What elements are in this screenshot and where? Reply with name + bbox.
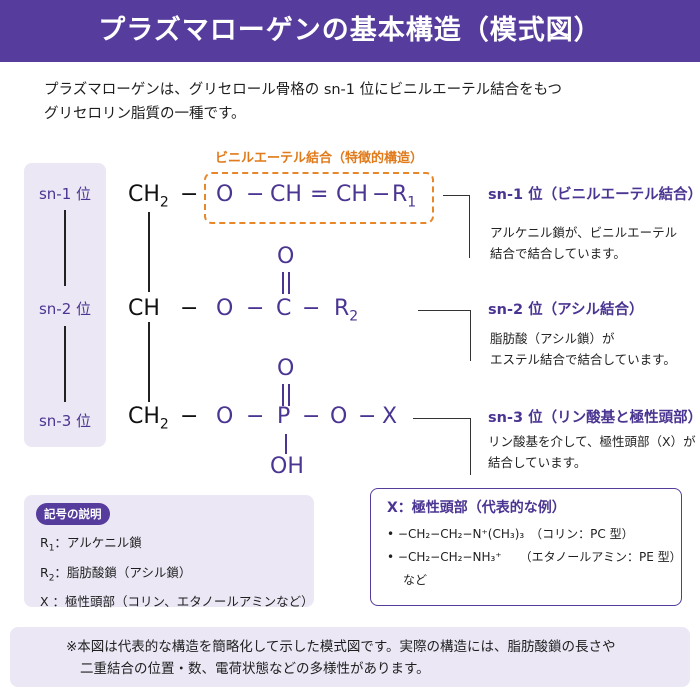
sn3-description: リン酸基を介して、極性頭部（X）が 結合しています。	[488, 434, 696, 470]
title-bar	[0, 0, 700, 62]
phosphorus: P	[277, 404, 291, 429]
bond-dash: −	[246, 182, 265, 207]
bond-dash: −	[246, 404, 265, 429]
sn-connector-1	[64, 210, 66, 286]
bond-dash: −	[302, 404, 321, 429]
phosphoryl-double-bond-b	[288, 384, 290, 406]
sn3-heading: sn-3 位（リン酸基と極性頭部）	[488, 410, 700, 426]
polar-head-examples: X：極性頭部（代表的な例） • −CH₂−CH₂−N⁺(CH₃)₃ （コリン：P…	[370, 488, 682, 606]
r2-group: R2	[334, 296, 359, 325]
polar-ethanolamine: • −CH₂−CH₂−NH₃⁺ （エタノールアミン：PE 型）	[387, 550, 682, 564]
polar-head-x: X	[382, 404, 398, 429]
sn1-ch2: CH2	[128, 182, 169, 211]
polar-head-title: X：極性頭部（代表的な例）	[387, 500, 566, 516]
vinyl-double-bond: =	[310, 182, 329, 207]
carbonyl-carbon: C	[276, 296, 292, 321]
polar-head-items: • −CH₂−CH₂−N⁺(CH₃)₃ （コリン：PC 型） • −CH₂−CH…	[387, 523, 682, 592]
backbone-bond-1	[148, 212, 150, 292]
intro-text: プラズマローゲンは、グリセロール骨格の sn-1 位にビニルエーテル結合をもつ …	[44, 78, 664, 126]
sn1-label: sn-1 位	[38, 185, 92, 203]
symbol-legend: 記号の説明 R1：アルケニル鎖 R2：脂肪酸鎖（アシル鎖） X ：極性頭部（コリ…	[24, 495, 314, 609]
bracket-sn2	[418, 310, 471, 361]
ester-oxygen: O	[216, 296, 234, 321]
backbone-bond-2	[148, 322, 150, 402]
hydroxyl-group: OH	[270, 454, 304, 479]
bond-dash: −	[372, 182, 391, 207]
intro-line-1: プラズマローゲンは、グリセロール骨格の sn-1 位にビニルエーテル結合をもつ	[44, 82, 563, 98]
polar-etc: など	[403, 573, 428, 587]
footnote: ※本図は代表的な構造を簡略化して示した模式図です。実際の構造には、脂肪酸鎖の長さ…	[66, 639, 616, 677]
p-oh-bond	[285, 434, 287, 454]
intro-line-2: グリセロリン脂質の一種です。	[44, 106, 246, 122]
footnote-panel	[10, 627, 690, 687]
sn2-label: sn-2 位	[38, 300, 92, 318]
phosphate-oxygen-2: O	[330, 404, 348, 429]
bond-dash: −	[180, 296, 199, 321]
sn1-heading: sn-1 位（ビニルエーテル結合）	[488, 187, 700, 203]
bond-dash: −	[302, 296, 321, 321]
vinyl-ch-1: CH	[270, 182, 302, 207]
carbonyl-double-bond-b	[288, 272, 290, 294]
legend-x: X ：極性頭部（コリン、エタノールアミンなど）	[40, 594, 314, 609]
carbonyl-double-bond-a	[282, 272, 284, 294]
legend-r2: R2：脂肪酸鎖（アシル鎖）	[40, 564, 192, 584]
phosphoryl-oxygen: O	[277, 356, 295, 381]
sn2-ch: CH	[128, 296, 160, 321]
sn2-heading: sn-2 位（アシル結合）	[488, 302, 644, 318]
legend-items: R1：アルケニル鎖 R2：脂肪酸鎖（アシル鎖） X ：極性頭部（コリン、エタノー…	[40, 531, 314, 613]
r1-group: R1	[392, 182, 417, 211]
bond-dash: −	[180, 404, 199, 429]
phosphoryl-double-bond-a	[282, 384, 284, 406]
carbonyl-oxygen: O	[277, 244, 295, 269]
page-title: プラズマローゲンの基本構造（模式図）	[98, 15, 602, 46]
bond-dash: −	[180, 182, 199, 207]
vinyl-ether-highlight	[204, 172, 434, 224]
legend-r1: R1：アルケニル鎖	[40, 535, 142, 554]
polar-choline: • −CH₂−CH₂−N⁺(CH₃)₃ （コリン：PC 型）	[387, 527, 634, 541]
phosphate-oxygen-1: O	[216, 404, 234, 429]
sn1-description: アルケニル鎖が、ビニルエーテル 結合で結合しています。	[490, 225, 678, 261]
sn1-oxygen: O	[216, 182, 234, 207]
bond-dash: −	[358, 404, 377, 429]
bond-dash: −	[246, 296, 265, 321]
sn-connector-2	[64, 326, 66, 402]
bracket-sn1	[443, 195, 470, 258]
bracket-sn3	[413, 418, 471, 475]
legend-badge: 記号の説明	[36, 503, 110, 525]
vinyl-ch-2: CH	[336, 182, 368, 207]
sn2-description: 脂肪酸（アシル鎖）が エステル結合で結合しています。	[490, 331, 676, 367]
sn3-ch2: CH2	[128, 404, 169, 433]
sn3-label: sn-3 位	[38, 412, 92, 430]
vinyl-ether-label: ビニルエーテル結合（特徴的構造）	[215, 151, 424, 166]
